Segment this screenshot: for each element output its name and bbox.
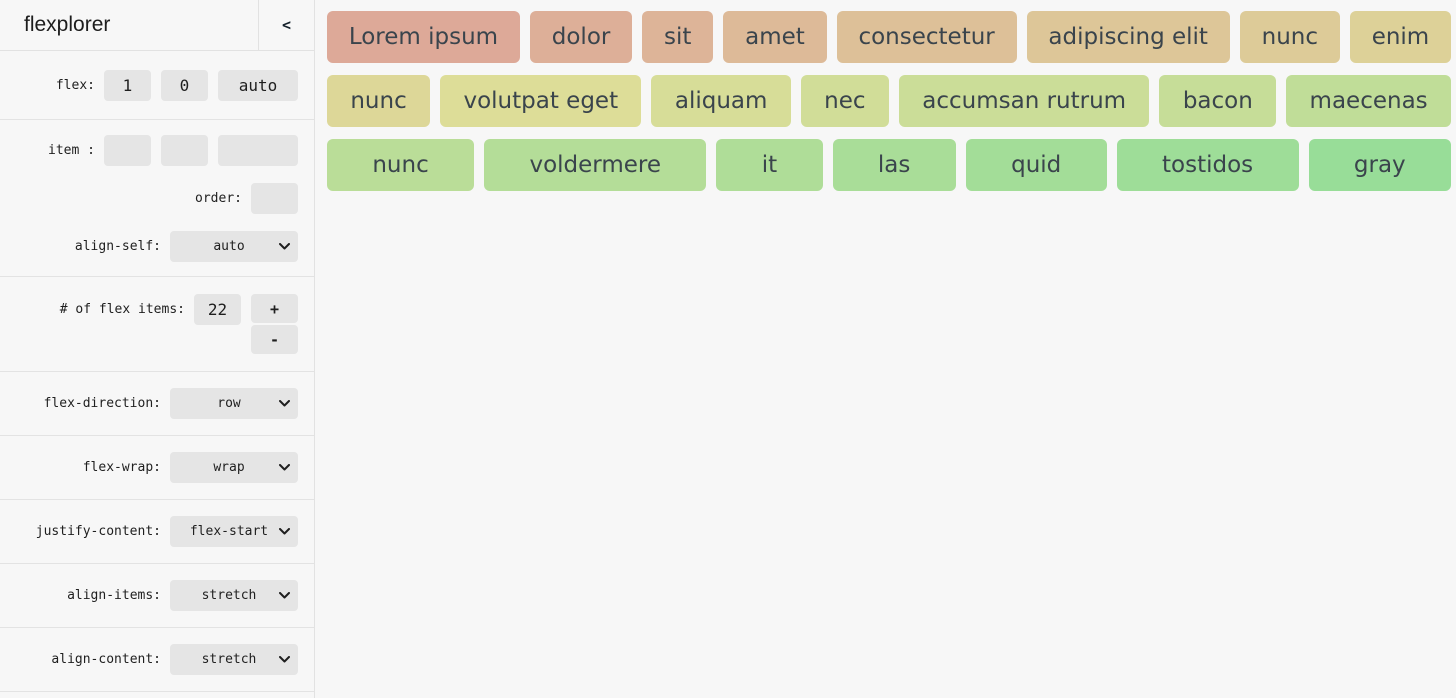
flex-item[interactable]: nunc [327,75,431,127]
sidebar-header: flexplorer < [0,0,314,51]
flex-item[interactable]: accumsan rutrum [898,75,1150,127]
flex-row: nunc voldermere it las quid tostidos gra… [322,133,1456,197]
section-flex-direction: flex-direction: row [0,372,314,436]
count-stepper: + - [251,294,298,354]
item-flex-shrink-input[interactable] [161,134,208,166]
flex-item[interactable]: it [716,139,823,191]
sidebar-collapse-button[interactable]: < [258,0,314,50]
flex-item[interactable]: nec [800,75,889,127]
chevron-down-icon [279,464,290,471]
section-count: # of flex items: + - [0,277,314,372]
decrement-button[interactable]: - [251,325,298,354]
flex-item[interactable]: nunc [327,139,475,191]
flex-wrap-label: flex-wrap: [82,460,161,475]
flex-item[interactable]: dolor [529,11,633,63]
increment-button[interactable]: + [251,294,298,323]
flex-item[interactable]: sit [642,11,714,63]
flex-item[interactable]: tostidos [1116,139,1299,191]
flex-wrap-select[interactable]: wrap [170,452,298,483]
section-flex-wrap: flex-wrap: wrap [0,436,314,500]
flex-item[interactable]: maecenas [1286,75,1452,127]
item-flex-grow-input[interactable] [104,134,151,166]
flex-row: nunc volutpat eget aliquam nec accumsan … [322,69,1456,133]
flex-playground: Lorem ipsum dolor sit amet consectetur a… [315,0,1456,698]
item-label: item : [48,142,95,158]
section-justify-content: justify-content: flex-start [0,500,314,564]
chevron-down-icon [279,242,290,249]
sidebar: flexplorer < flex: item : order: [0,0,315,698]
align-items-label: align-items: [67,588,161,603]
flex-label: flex: [55,77,95,93]
chevron-left-icon: < [281,16,292,34]
chevron-down-icon [279,656,290,663]
align-content-value: stretch [201,652,257,667]
flex-grow-input[interactable] [104,69,151,101]
section-align-content: align-content: stretch [0,628,314,692]
chevron-down-icon [279,592,290,599]
flex-direction-label: flex-direction: [43,396,161,411]
section-item: item : order: align-self: auto [0,120,314,277]
flex-item[interactable]: voldermere [484,139,707,191]
flex-item[interactable]: quid [965,139,1107,191]
align-items-select[interactable]: stretch [170,580,298,611]
flex-item[interactable]: nunc [1239,11,1340,63]
item-flex-basis-input[interactable] [218,134,298,166]
flex-item[interactable]: bacon [1159,75,1277,127]
count-label: # of flex items: [59,302,185,317]
align-items-value: stretch [201,588,257,603]
flex-item[interactable]: consectetur [836,11,1017,63]
flex-item[interactable]: gray [1308,139,1452,191]
order-input[interactable] [251,182,298,214]
align-self-select[interactable]: auto [170,230,298,262]
align-self-value: auto [213,238,245,254]
chevron-down-icon [279,400,290,407]
justify-content-value: flex-start [189,524,269,539]
flex-item[interactable]: volutpat eget [440,75,642,127]
align-content-select[interactable]: stretch [170,644,298,675]
flex-item[interactable]: Lorem ipsum [327,11,520,63]
flex-direction-select[interactable]: row [170,388,298,419]
flex-basis-input[interactable] [218,69,298,101]
order-label: order: [195,190,242,206]
flex-item[interactable]: adipiscing elit [1026,11,1230,63]
justify-content-label: justify-content: [35,524,161,539]
flex-item[interactable]: amet [723,11,827,63]
section-align-items: align-items: stretch [0,564,314,628]
align-content-label: align-content: [51,652,161,667]
flex-direction-value: row [217,396,241,411]
count-input[interactable] [194,294,241,325]
justify-content-select[interactable]: flex-start [170,516,298,547]
flex-row: Lorem ipsum dolor sit amet consectetur a… [322,5,1456,69]
flex-wrap-value: wrap [213,460,245,475]
flex-shrink-input[interactable] [161,69,208,101]
flex-item[interactable]: las [832,139,956,191]
chevron-down-icon [279,528,290,535]
section-flex: flex: [0,51,314,120]
flex-item[interactable]: aliquam [651,75,791,127]
page-title: flexplorer [24,13,111,36]
flex-item[interactable]: enim [1349,11,1452,63]
align-self-label: align-self: [74,238,161,254]
